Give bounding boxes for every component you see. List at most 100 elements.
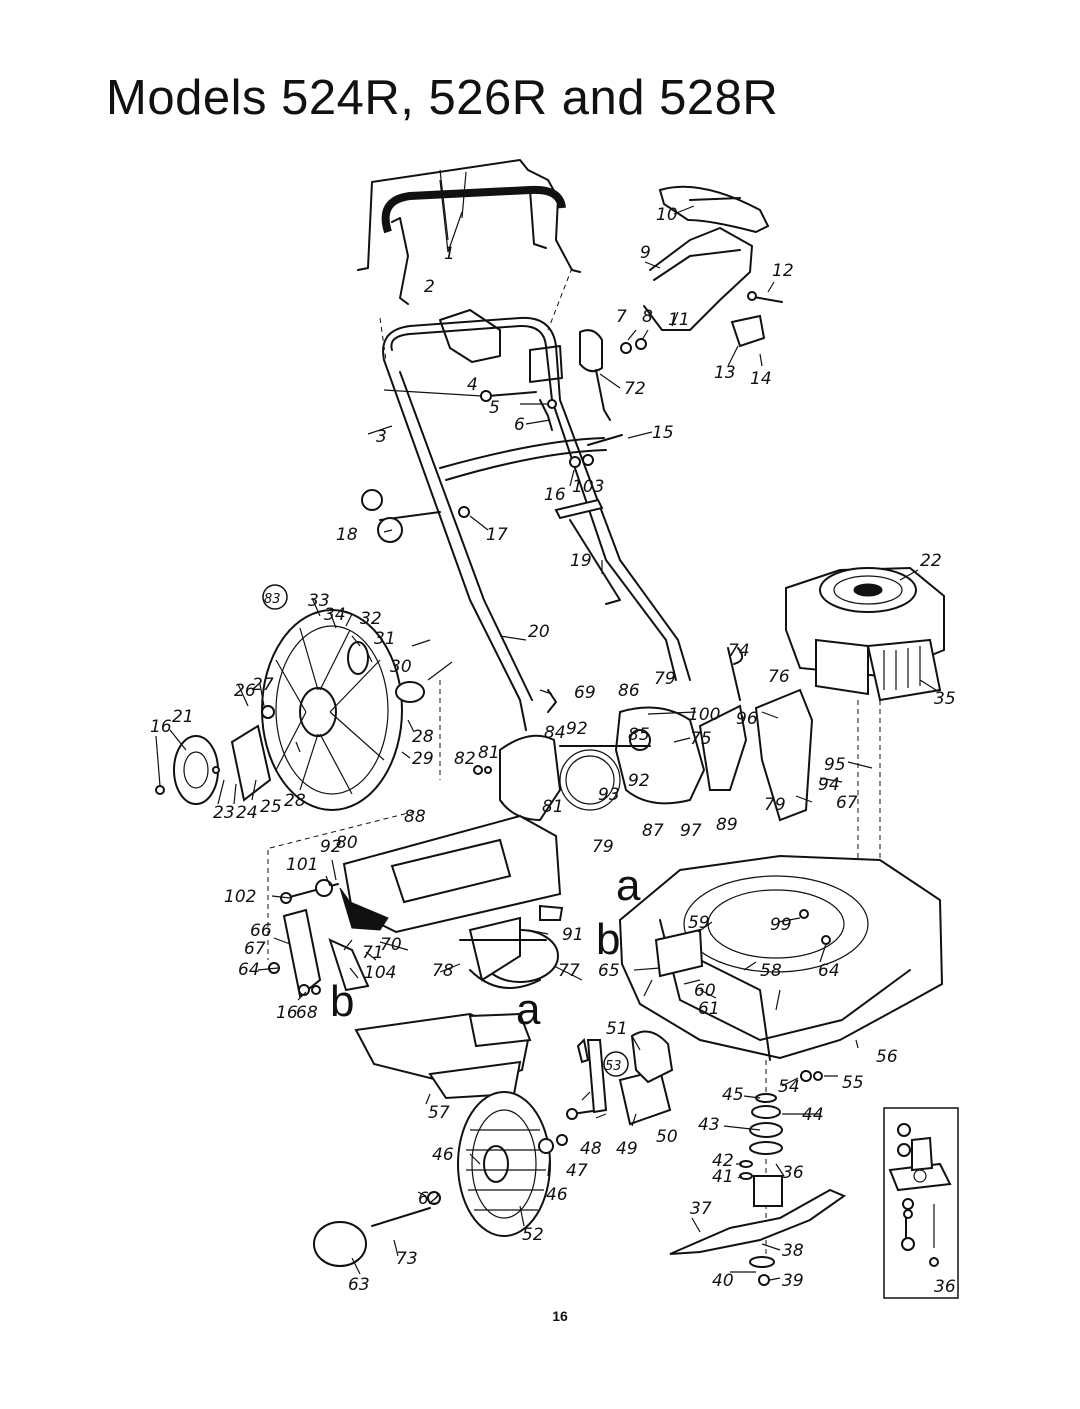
control-hardware-drawing [361, 329, 647, 713]
part-label-56: 56 [876, 1047, 898, 1067]
reference-letter-b: b [330, 977, 354, 1026]
part-label-23: 23 [213, 803, 235, 823]
part-label-93: 93 [598, 785, 620, 805]
page-number: 16 [552, 1308, 568, 1324]
part-label-32: 32 [360, 609, 382, 629]
reference-letter-a: a [616, 861, 641, 910]
part-label-19: 19 [570, 551, 592, 571]
part-label-54: 54 [778, 1077, 800, 1097]
part-label-47: 47 [566, 1161, 588, 1181]
part-label-37: 37 [690, 1199, 712, 1219]
part-label-60: 60 [694, 981, 716, 1001]
part-label-92: 92 [320, 837, 342, 857]
part-label-72: 72 [624, 379, 646, 399]
part-label-50: 50 [656, 1127, 678, 1147]
part-label-80: 80 [336, 833, 358, 853]
part-label-81: 81 [542, 797, 564, 817]
lower-handle-drawing [379, 267, 691, 731]
part-label-27: 27 [252, 675, 274, 695]
part-label-17: 17 [486, 525, 508, 545]
part-label-3: 3 [376, 427, 387, 447]
part-label-38: 38 [782, 1241, 804, 1261]
part-label-94: 94 [818, 775, 840, 795]
part-label-22: 22 [920, 551, 942, 571]
part-label-75: 75 [690, 729, 712, 749]
part-label-36: 36 [934, 1277, 956, 1297]
page-title: Models 524R, 526R and 528R [106, 71, 779, 125]
part-label-14: 14 [750, 369, 772, 389]
part-label-18: 18 [336, 525, 358, 545]
part-label-100: 100 [688, 705, 720, 725]
part-label-82: 82 [454, 749, 476, 769]
part-label-20: 20 [528, 622, 550, 642]
part-label-52: 52 [522, 1225, 544, 1245]
part-label-28: 28 [284, 791, 306, 811]
part-label-11: 11 [668, 310, 690, 330]
part-label-16: 16 [276, 1003, 298, 1023]
part-label-8: 8 [642, 307, 653, 327]
part-label-33: 33 [308, 591, 330, 611]
part-label-49: 49 [616, 1139, 638, 1159]
part-label-68: 68 [296, 1003, 318, 1023]
part-label-102: 102 [224, 887, 256, 907]
leader-lines [155, 179, 937, 1281]
part-label-104: 104 [364, 963, 396, 983]
part-label-74: 74 [728, 641, 750, 661]
part-label-39: 39 [782, 1271, 804, 1291]
part-label-66: 66 [250, 921, 272, 941]
part-label-13: 13 [714, 363, 736, 383]
part-labels: 1 2 3 4 5 6 7 8 9 10 11 12 13 14 15 16 1… [150, 205, 956, 1297]
part-label-34: 34 [324, 605, 346, 625]
part-label-58: 58 [760, 961, 782, 981]
front-wheel-drawing [313, 1091, 601, 1267]
drive-assembly-drawing [473, 647, 814, 822]
part-label-103: 103 [572, 477, 604, 497]
engine-drawing [785, 566, 945, 901]
part-label-2: 2 [424, 277, 435, 297]
rear-axle-drawing [267, 809, 562, 960]
part-label-10: 10 [656, 205, 678, 225]
part-label-16: 16 [150, 717, 172, 737]
part-label-64: 64 [818, 961, 840, 981]
part-label-45: 45 [722, 1085, 744, 1105]
part-label-57: 57 [428, 1103, 450, 1123]
height-adjuster-drawing [268, 908, 370, 998]
part-label-73: 73 [396, 1249, 418, 1269]
part-label-61: 61 [698, 999, 720, 1019]
reference-letters: a b b a [330, 861, 641, 1034]
mower-deck-drawing [618, 854, 944, 1061]
part-label-36: 36 [782, 1163, 804, 1183]
part-label-64: 64 [238, 960, 260, 980]
part-label-79: 79 [764, 795, 786, 815]
part-label-43: 43 [698, 1115, 720, 1135]
part-label-15: 15 [652, 423, 674, 443]
part-label-31: 31 [374, 629, 396, 649]
part-label-97: 97 [680, 821, 702, 841]
part-label-46: 46 [546, 1185, 568, 1205]
part-label-67: 67 [836, 793, 858, 813]
part-label-40: 40 [712, 1271, 734, 1291]
part-label-84: 84 [544, 723, 566, 743]
part-label-55: 55 [842, 1073, 864, 1093]
part-label-85: 85 [628, 725, 650, 745]
part-label-96: 96 [736, 709, 758, 729]
discharge-chute-drawing [354, 1012, 532, 1100]
part-label-41: 41 [712, 1167, 734, 1187]
part-label-81: 81 [478, 743, 500, 763]
part-label-26: 26 [234, 681, 256, 701]
circled-labels: 83 53 [262, 584, 629, 1077]
part-label-87: 87 [642, 821, 664, 841]
part-label-25: 25 [260, 797, 282, 817]
part-label-77: 77 [558, 961, 580, 981]
circled-label-83: 83 [264, 592, 281, 607]
part-label-44: 44 [802, 1105, 824, 1125]
part-label-71: 71 [362, 943, 384, 963]
part-label-9: 9 [640, 243, 651, 263]
part-label-28: 28 [412, 727, 434, 747]
part-label-70: 70 [380, 935, 402, 955]
part-label-86: 86 [618, 681, 640, 701]
part-label-1: 1 [444, 244, 455, 264]
part-label-51: 51 [606, 1019, 628, 1039]
height-lever-drawing [576, 1030, 674, 1126]
